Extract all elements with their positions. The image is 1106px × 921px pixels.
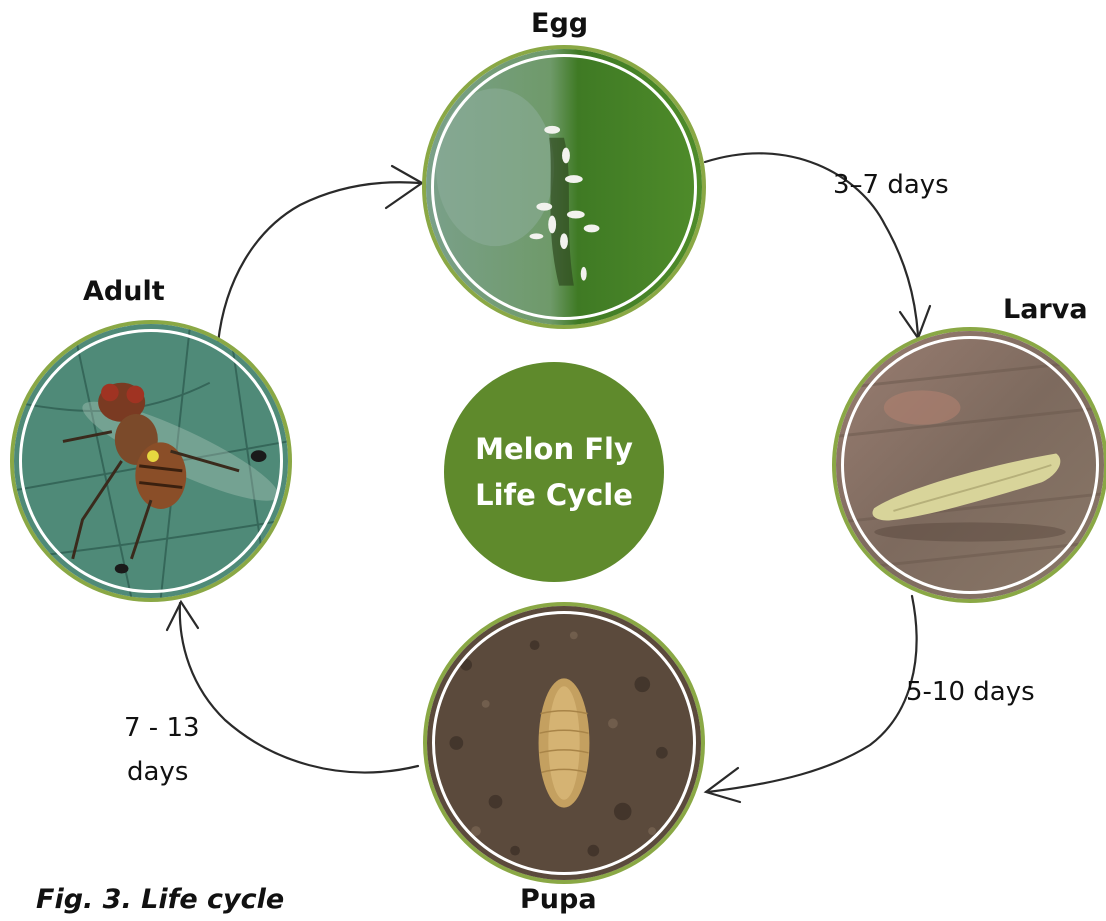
- duration-pupa-to-adult: 7 - 13 days: [124, 706, 200, 794]
- arrow-larva-to-pupa: [708, 596, 917, 792]
- stage-label-adult: Adult: [83, 276, 165, 307]
- center-title-line-1: Melon Fly: [475, 426, 633, 472]
- arrowhead-pupa: [706, 768, 740, 802]
- figure-caption: Fig. 3. Life cycle: [36, 884, 284, 915]
- pupa-photo: [423, 602, 705, 884]
- arrow-pupa-to-adult: [180, 603, 418, 772]
- duration-larva-to-pupa: 5-10 days: [906, 670, 1035, 714]
- center-title-line-2: Life Cycle: [475, 472, 633, 518]
- larva-photo: [832, 327, 1106, 603]
- adult-photo: [10, 320, 292, 602]
- stage-label-pupa: Pupa: [520, 884, 597, 915]
- arrowhead-egg: [386, 166, 422, 208]
- duration-egg-to-larva: 3–7 days: [833, 163, 949, 207]
- duration-pupa-to-adult-line-1: 7 - 13: [124, 706, 200, 750]
- egg-photo: [422, 45, 706, 329]
- duration-pupa-to-adult-line-2: days: [127, 750, 200, 794]
- stage-label-egg: Egg: [531, 8, 588, 39]
- arrowhead-adult: [167, 602, 198, 630]
- center-title-circle: Melon Fly Life Cycle: [444, 362, 664, 582]
- stage-label-larva: Larva: [1003, 294, 1088, 325]
